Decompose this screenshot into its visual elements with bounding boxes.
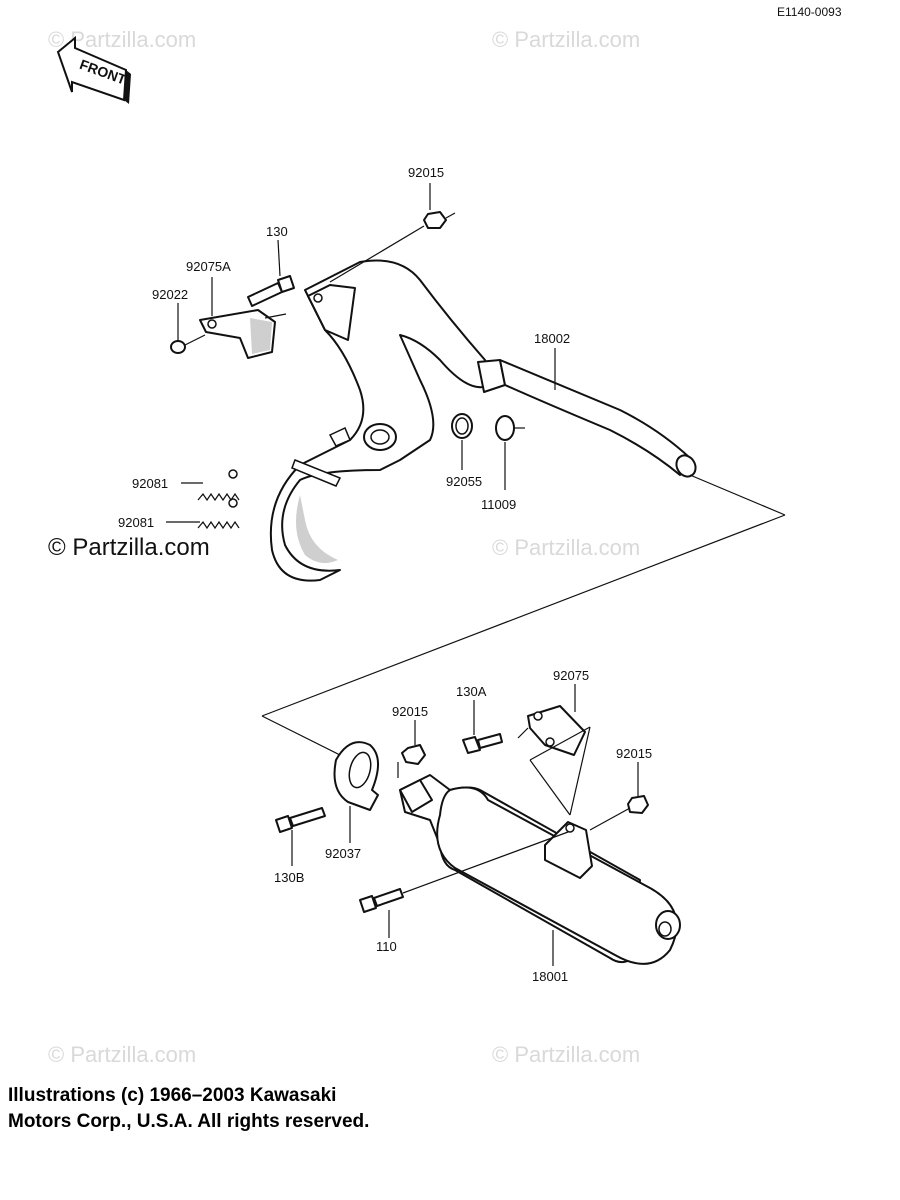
callout-18002: 18002 xyxy=(534,331,570,346)
washer-92022 xyxy=(170,334,206,354)
muffler-18001 xyxy=(399,774,681,965)
callout-92015-right: 92015 xyxy=(616,746,652,761)
expansion-chamber-18002 xyxy=(269,259,697,582)
callout-130: 130 xyxy=(266,224,288,239)
watermark-mid-right: © Partzilla.com xyxy=(492,535,640,560)
callout-92075A: 92075A xyxy=(186,259,231,274)
callout-130A: 130A xyxy=(456,684,487,699)
watermark-bottom-right: © Partzilla.com xyxy=(492,1042,640,1067)
copyright-footer: Illustrations (c) 1966–2003 Kawasaki Mot… xyxy=(8,1083,369,1135)
watermark-mid-left: © Partzilla.com xyxy=(48,534,210,561)
callout-92015-top: 92015 xyxy=(408,165,444,180)
o-ring-11009 xyxy=(495,415,515,441)
callout-130B: 130B xyxy=(274,870,304,885)
callout-92022: 92022 xyxy=(152,287,188,302)
bolt-130 xyxy=(247,275,295,307)
clamp-92037 xyxy=(333,741,379,811)
watermark-top-right: © Partzilla.com xyxy=(492,27,640,52)
callout-18001: 18001 xyxy=(532,969,568,984)
callout-92081-a: 92081 xyxy=(132,476,168,491)
nut-92015-mid xyxy=(397,744,426,778)
nut-92015-right xyxy=(589,795,649,831)
bracket-92075 xyxy=(517,705,591,816)
callout-110: 110 xyxy=(376,939,397,954)
bolt-110 xyxy=(359,831,569,913)
bolt-130A xyxy=(462,733,503,754)
spring-92081-b xyxy=(197,498,240,530)
copyright-line-1: Illustrations (c) 1966–2003 Kawasaki xyxy=(8,1085,337,1106)
spring-92081-a xyxy=(197,469,240,502)
bolt-130B xyxy=(275,807,326,833)
callout-11009: 11009 xyxy=(481,497,516,512)
callout-92055: 92055 xyxy=(446,474,482,489)
callout-92075: 92075 xyxy=(553,668,589,683)
nut-92015-top xyxy=(329,211,456,283)
callout-92081-b: 92081 xyxy=(118,515,154,530)
copyright-line-2: Motors Corp., U.S.A. All rights reserved… xyxy=(8,1111,370,1132)
callout-92037: 92037 xyxy=(325,846,361,861)
watermark-bottom-left: © Partzilla.com xyxy=(48,1042,196,1067)
diagram-code: E1140-0093 xyxy=(777,5,842,19)
bracket-92075A xyxy=(199,309,287,359)
callout-92015-mid: 92015 xyxy=(392,704,428,719)
